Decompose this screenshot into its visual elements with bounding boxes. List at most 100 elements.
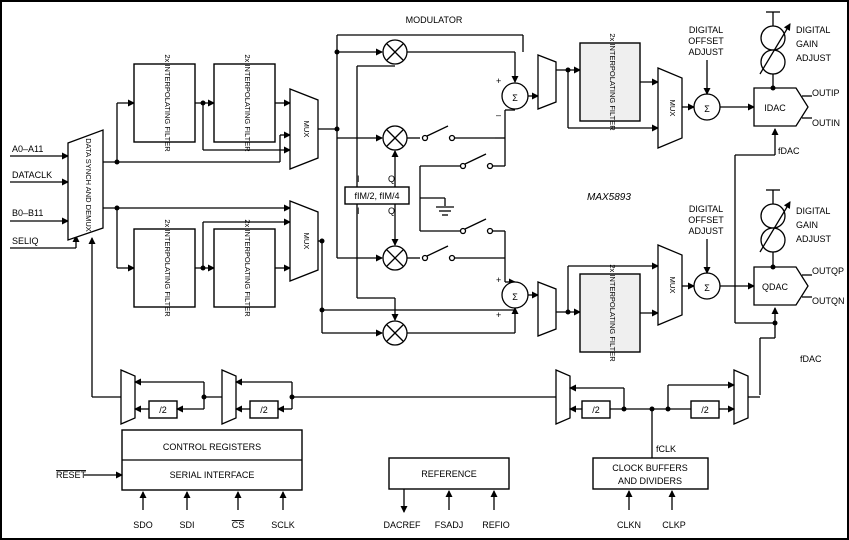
gain-adjust-i-l3: ADJUST bbox=[796, 53, 832, 63]
serial-interface-label: SERIAL INTERFACE bbox=[170, 470, 255, 480]
multiplier-3 bbox=[382, 245, 408, 271]
junction-f2i bbox=[565, 67, 571, 73]
clock-buffers-label-1: CLOCK BUFFERS bbox=[612, 463, 688, 473]
input-b-label: B0–B11 bbox=[12, 208, 43, 218]
interp-filter-top-1 bbox=[133, 63, 196, 143]
interp-filter-top-2-label: 2x INTERPOLATING FILTER bbox=[243, 54, 252, 152]
offset-adjust-q-l3: ADJUST bbox=[688, 226, 724, 236]
multiplier-2 bbox=[382, 125, 408, 151]
fclk-label: fCLK bbox=[656, 444, 676, 454]
interp-filter-bottom-2-label: 2x INTERPOLATING FILTER bbox=[243, 219, 252, 317]
mux-mod-i bbox=[537, 54, 557, 110]
sclk-label: SCLK bbox=[271, 520, 295, 530]
idac-label: IDAC bbox=[764, 103, 786, 113]
outqn-label: OUTQN bbox=[812, 296, 845, 306]
summer-offset-i-sigma: Σ bbox=[704, 104, 710, 114]
reference-label: REFERENCE bbox=[421, 469, 477, 479]
nco-block bbox=[344, 186, 410, 205]
reference-block bbox=[388, 457, 510, 490]
offset-adjust-i-l2: OFFSET bbox=[688, 36, 724, 46]
gain-adjust-i-icon bbox=[759, 11, 791, 91]
input-dataclk-label: DATACLK bbox=[12, 170, 52, 180]
switch-top-1 bbox=[421, 125, 456, 142]
dacref-label: DACREF bbox=[383, 520, 421, 530]
input-seliq-label: SELIQ bbox=[12, 236, 39, 246]
summer-i-plus: + bbox=[496, 76, 501, 86]
divider-left-1-label: /2 bbox=[159, 405, 167, 415]
summer-q-sigma: Σ bbox=[512, 292, 518, 302]
summer-offset-q-sigma: Σ bbox=[704, 283, 710, 293]
offset-adjust-i-l3: ADJUST bbox=[688, 47, 724, 57]
modulator-label: MODULATOR bbox=[406, 15, 463, 25]
nco-label: fIM/2, fIM/4 bbox=[354, 191, 399, 201]
offset-adjust-i-l1: DIGITAL bbox=[689, 25, 723, 35]
clock-buffers-block bbox=[592, 457, 709, 490]
ground-icon bbox=[436, 206, 454, 216]
outqp-label: OUTQP bbox=[812, 266, 844, 276]
switch-bottom-2 bbox=[421, 245, 456, 262]
mux-bottom bbox=[289, 200, 319, 282]
fdac-label-i: fDAC bbox=[778, 146, 800, 156]
mux-mod-q bbox=[537, 281, 557, 337]
sdi-label: SDI bbox=[179, 520, 194, 530]
interp-filter-bottom-2 bbox=[213, 228, 276, 308]
cs-label: CS bbox=[232, 520, 245, 530]
idac-block bbox=[753, 87, 809, 127]
clock-buffers-label-2: AND DIVIDERS bbox=[618, 476, 682, 486]
mux-out-q bbox=[657, 244, 683, 326]
multiplier-4 bbox=[382, 320, 408, 346]
mux-top-label: MUX bbox=[302, 121, 311, 138]
fdac-label-q: fDAC bbox=[800, 354, 822, 364]
mux-bottom-label: MUX bbox=[302, 233, 311, 250]
junction-q-bypass bbox=[319, 307, 325, 313]
data-synch-label: DATA SYNCH AND DEMUX bbox=[84, 138, 93, 232]
clock-mux-mid bbox=[555, 369, 571, 425]
offset-adjust-q-l1: DIGITAL bbox=[689, 204, 723, 214]
control-registers-label: CONTROL REGISTERS bbox=[163, 442, 261, 452]
interp-filter-top-1-label: 2x INTERPOLATING FILTER bbox=[163, 54, 172, 152]
divider-clk-1-label: /2 bbox=[592, 405, 600, 415]
summer-i-sigma: Σ bbox=[512, 93, 518, 103]
outin-label: OUTIN bbox=[812, 118, 840, 128]
clock-mux-left-2 bbox=[221, 369, 237, 425]
gain-adjust-q-l2: GAIN bbox=[796, 220, 818, 230]
interp-filter-bottom-1-label: 2x INTERPOLATING FILTER bbox=[163, 219, 172, 317]
sdo-label: SDO bbox=[133, 520, 153, 530]
divider-left-2-label: /2 bbox=[260, 405, 268, 415]
gain-adjust-q-l1: DIGITAL bbox=[796, 206, 830, 216]
mux-out-i-label: MUX bbox=[668, 100, 677, 117]
clock-mux-right bbox=[733, 369, 749, 425]
mux-out-i bbox=[657, 67, 683, 149]
summer-q-plus-2: + bbox=[496, 310, 501, 320]
clkp-label: CLKP bbox=[662, 520, 686, 530]
interp-filter-stage2-q-label: 2x INTERPOLATING FILTER bbox=[608, 264, 617, 362]
qdac-block bbox=[753, 266, 809, 306]
summer-i-minus: – bbox=[496, 110, 501, 120]
interp-filter-stage2-q bbox=[579, 273, 641, 353]
gain-adjust-q-icon bbox=[759, 189, 791, 270]
switch-top-2 bbox=[459, 153, 494, 170]
nco-i-bottom: I bbox=[357, 206, 360, 216]
reset-label: RESET bbox=[56, 470, 87, 480]
nco-i-top: I bbox=[357, 174, 360, 184]
nco-q-top: Q bbox=[388, 174, 395, 184]
refio-label: REFIO bbox=[482, 520, 510, 530]
junction-f2q bbox=[565, 309, 571, 315]
gain-adjust-i-l1: DIGITAL bbox=[796, 25, 830, 35]
clock-mux-left-1 bbox=[120, 369, 136, 425]
offset-adjust-q-l2: OFFSET bbox=[688, 215, 724, 225]
outip-label: OUTIP bbox=[812, 88, 840, 98]
gain-adjust-q-l3: ADJUST bbox=[796, 234, 832, 244]
mux-out-q-label: MUX bbox=[668, 277, 677, 294]
input-a-label: A0–A11 bbox=[12, 144, 43, 154]
data-synch-demux-block bbox=[67, 129, 104, 241]
part-number-label: MAX5893 bbox=[587, 192, 631, 203]
nco-q-bottom: Q bbox=[388, 206, 395, 216]
switch-bottom-1 bbox=[459, 218, 494, 235]
gain-adjust-i-l2: GAIN bbox=[796, 39, 818, 49]
interp-filter-stage2-i-label: 2x INTERPOLATING FILTER bbox=[608, 33, 617, 131]
multiplier-1 bbox=[382, 39, 408, 65]
interp-filter-stage2-i bbox=[579, 42, 641, 122]
